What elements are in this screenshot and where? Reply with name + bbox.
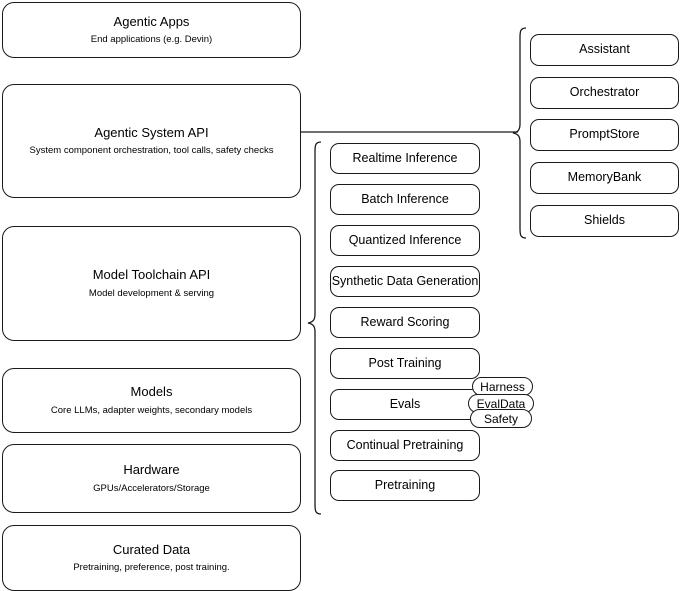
- layer-title: Agentic Apps: [113, 13, 190, 29]
- capability-label: Quantized Inference: [348, 232, 462, 247]
- capability-box-continual-pretraining[interactable]: Continual Pretraining: [330, 430, 480, 461]
- layer-box-agentic-system-api[interactable]: Agentic System API System component orch…: [2, 84, 301, 198]
- layer-title: Model Toolchain API: [92, 267, 211, 283]
- layer-subtitle: Core LLMs, adapter weights, secondary mo…: [50, 404, 253, 416]
- capability-label: Synthetic Data Generation: [331, 273, 479, 288]
- component-label: MemoryBank: [567, 170, 642, 185]
- capability-box-reward-scoring[interactable]: Reward Scoring: [330, 307, 480, 338]
- capability-box-synthetic-data-generation[interactable]: Synthetic Data Generation: [330, 266, 480, 297]
- component-label: Orchestrator: [569, 85, 640, 100]
- capability-label: Continual Pretraining: [346, 437, 464, 452]
- layer-subtitle: End applications (e.g. Devin): [90, 34, 213, 46]
- component-box-assistant[interactable]: Assistant: [530, 34, 679, 66]
- layer-title: Agentic System API: [94, 124, 209, 140]
- component-box-orchestrator[interactable]: Orchestrator: [530, 77, 679, 109]
- layer-subtitle: System component orchestration, tool cal…: [29, 145, 274, 157]
- layer-box-model-toolchain-api[interactable]: Model Toolchain API Model development & …: [2, 226, 301, 341]
- capability-label: Batch Inference: [361, 191, 449, 206]
- capability-label: Realtime Inference: [352, 150, 458, 165]
- capability-label: Post Training: [368, 355, 442, 370]
- component-label: PromptStore: [569, 127, 640, 142]
- component-label: Assistant: [579, 42, 630, 57]
- component-box-shields[interactable]: Shields: [530, 205, 679, 237]
- layer-box-agentic-apps[interactable]: Agentic Apps End applications (e.g. Devi…: [2, 2, 301, 58]
- layer-title: Hardware: [123, 462, 180, 478]
- layer-box-models[interactable]: Models Core LLMs, adapter weights, secon…: [2, 368, 301, 433]
- capability-box-post-training[interactable]: Post Training: [330, 348, 480, 379]
- layer-title: Models: [130, 384, 173, 400]
- capability-label: Evals: [389, 396, 421, 411]
- capability-label: Reward Scoring: [360, 314, 450, 329]
- layer-subtitle: Pretraining, preference, post training.: [73, 562, 230, 574]
- capability-box-quantized-inference[interactable]: Quantized Inference: [330, 225, 480, 256]
- capability-box-realtime-inference[interactable]: Realtime Inference: [330, 143, 480, 174]
- bracket-toolchain-capabilities: [307, 141, 322, 515]
- component-box-memorybank[interactable]: MemoryBank: [530, 162, 679, 194]
- layer-subtitle: Model development & serving: [88, 287, 215, 299]
- layer-subtitle: GPUs/Accelerators/Storage: [93, 482, 210, 494]
- bracket-agentic-components: [512, 27, 527, 239]
- connector-agentic-system-to-components: [300, 131, 518, 133]
- eval-tag-safety[interactable]: Safety: [470, 409, 532, 428]
- component-label: Shields: [584, 213, 625, 228]
- layer-box-hardware[interactable]: Hardware GPUs/Accelerators/Storage: [2, 444, 301, 513]
- component-box-promptstore[interactable]: PromptStore: [530, 119, 679, 151]
- capability-box-pretraining[interactable]: Pretraining: [330, 470, 480, 501]
- capability-box-evals[interactable]: Evals: [330, 389, 480, 420]
- capability-label: Pretraining: [374, 477, 436, 492]
- layer-title: Curated Data: [112, 541, 191, 557]
- capability-box-batch-inference[interactable]: Batch Inference: [330, 184, 480, 215]
- layer-box-curated-data[interactable]: Curated Data Pretraining, preference, po…: [2, 525, 301, 591]
